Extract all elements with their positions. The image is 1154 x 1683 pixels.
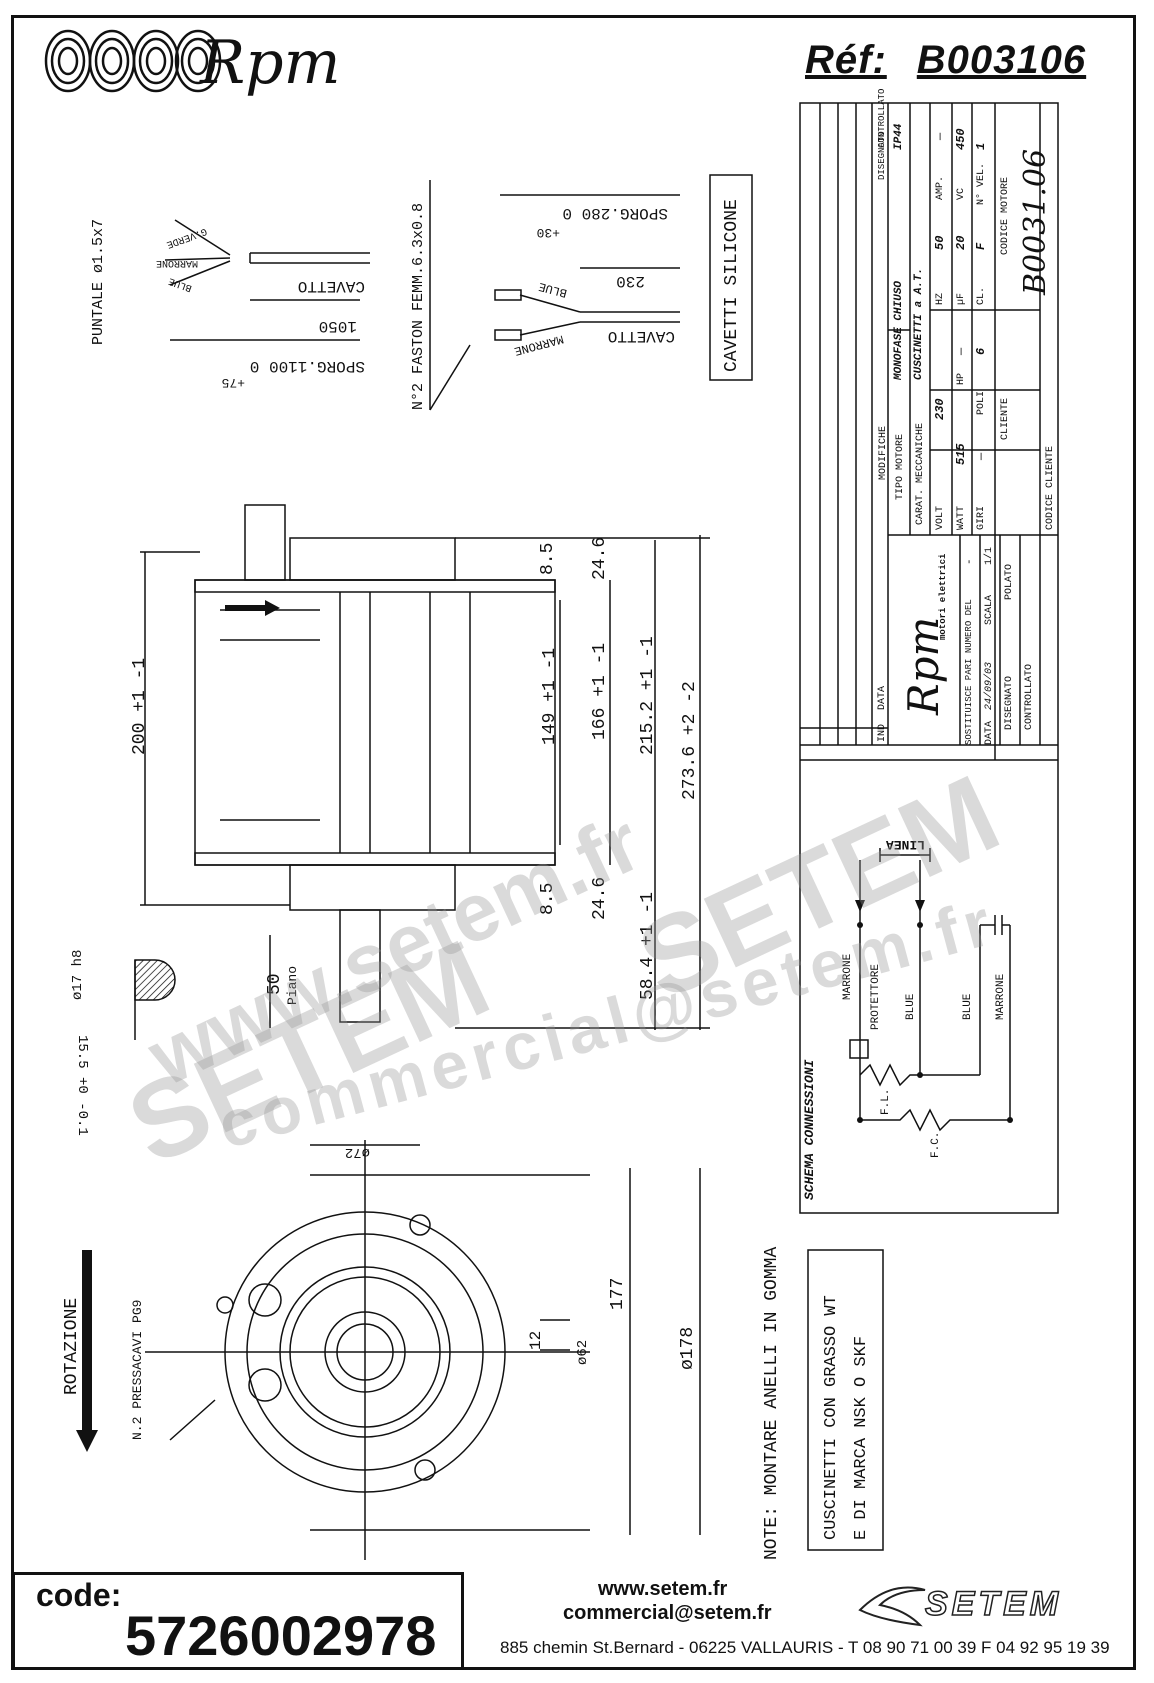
tb-codice-cliente-label: CODICE CLIENTE bbox=[1045, 445, 1056, 530]
code-value: 5726002978 bbox=[125, 1604, 437, 1667]
tb-poli: 6 bbox=[974, 347, 988, 355]
cavetti-silicone-label: CAVETTI SILICONE bbox=[722, 199, 742, 372]
tb-hz: 50 bbox=[933, 235, 947, 250]
tb-watt-label: WATT bbox=[956, 505, 967, 530]
sporg-280: SPORG.280 0 bbox=[562, 204, 668, 222]
tb-carat-label: CARAT. MECCANICHE bbox=[915, 422, 926, 525]
tb-ind: IND bbox=[877, 723, 888, 742]
tb-tipo-motore-label: TIPO MOTORE bbox=[895, 433, 906, 500]
tb-data-label: DATA bbox=[984, 720, 995, 745]
dim-177: 177 bbox=[608, 1277, 628, 1310]
dim-1050: 1050 bbox=[318, 317, 357, 335]
puntale-label: PUNTALE ø1.5x7 bbox=[90, 218, 107, 345]
pressacavi-label: N.2 PRESSACAVI PG9 bbox=[130, 1299, 145, 1440]
footer-address: 885 chemin St.Bernard - 06225 VALLAURIS … bbox=[500, 1638, 1110, 1657]
tb-sostituisce: - bbox=[964, 558, 976, 565]
dim-d72: ø72 bbox=[344, 1144, 370, 1160]
rpm-coil-logo bbox=[44, 29, 222, 93]
faston-label: N°2 FASTON FEMM.6.3x0.8 bbox=[410, 202, 427, 410]
schema-blue: BLUE bbox=[905, 993, 917, 1020]
tb-controllato: CONTROLLATO bbox=[877, 88, 887, 148]
dim-8-5-top: 8.5 bbox=[538, 542, 558, 575]
code-box bbox=[12, 1572, 464, 1670]
cuscinetti-line-2: E DI MARCA NSK O SKF bbox=[852, 1335, 871, 1540]
cavetto-label-2: CAVETTO bbox=[607, 327, 675, 345]
dim-215: 215.2 +1 -1 bbox=[638, 636, 658, 755]
tb-watt: 515 bbox=[954, 443, 968, 465]
tb-volt: 230 bbox=[933, 398, 947, 420]
dim-12: 12 bbox=[527, 1330, 545, 1350]
dim-200: 200 +1 -1 bbox=[130, 657, 150, 755]
tb-disegnato-val: POLATO bbox=[1004, 563, 1015, 600]
tb-cl: F bbox=[974, 242, 988, 250]
schema-title: SCHEMA CONNESSIONI bbox=[802, 1059, 817, 1200]
tb-scala: 1/1 bbox=[984, 546, 995, 565]
tb-ip: IP44 bbox=[893, 123, 905, 150]
sporg-1100-tol: +75 bbox=[221, 375, 245, 390]
tb-uf-label: µF bbox=[956, 292, 967, 305]
tb-modifiche: MODIFICHE bbox=[878, 425, 889, 480]
tb-nvel: 1 bbox=[974, 142, 988, 150]
tb-giri-label: GIRI bbox=[976, 505, 987, 530]
tb-cliente-label: CLIENTE bbox=[1000, 397, 1011, 440]
tb-nvel-label: N° VEL. bbox=[976, 162, 987, 205]
tb-hz-label: HZ bbox=[935, 292, 946, 305]
tb-amp-label: AMP. bbox=[935, 175, 946, 200]
tb-controllato-label: CONTROLLATO bbox=[1024, 663, 1035, 730]
dim-230: 230 bbox=[616, 272, 645, 290]
dim-166: 166 +1 -1 bbox=[590, 642, 610, 740]
setem-swoosh-icon bbox=[858, 1586, 926, 1627]
brand-logo-text: Rpm bbox=[200, 28, 341, 98]
tb-cl-label: CL. bbox=[976, 286, 987, 305]
code-label: code: bbox=[36, 1577, 122, 1613]
note-label: NOTE: MONTARE ANELLI IN GOMMA bbox=[762, 1246, 782, 1560]
dim-273: 273.6 +2 -2 bbox=[680, 681, 700, 800]
rotazione-label: ROTAZIONE bbox=[62, 1297, 82, 1395]
dim-d62: ø62 bbox=[575, 1339, 591, 1365]
tb-vc: 450 bbox=[954, 128, 968, 150]
ref-label: Réf: bbox=[805, 38, 887, 82]
footer-email[interactable]: commercial@setem.fr bbox=[563, 1602, 772, 1624]
tb-disegnato-label: DISEGNATO bbox=[1004, 675, 1015, 730]
tb-carat: CUSCINETTI a A.T. bbox=[913, 267, 925, 380]
tb-data: DATA bbox=[877, 685, 888, 710]
tb-poli-label: POLI bbox=[976, 390, 987, 415]
schema-fl: F.L. bbox=[880, 1088, 892, 1115]
dim-149: 149 +1 -1 bbox=[540, 647, 560, 745]
shaft-flat: 15.5 +0 -0.1 bbox=[74, 1035, 90, 1136]
dim-d178: ø178 bbox=[678, 1326, 698, 1370]
tb-amp: — bbox=[933, 132, 947, 140]
tb-sostituisce-label: SOSTITUISCE PARI NUMERO DEL bbox=[964, 599, 974, 745]
tb-uf: 20 bbox=[954, 235, 968, 250]
footer-website[interactable]: www.setem.fr bbox=[598, 1578, 728, 1600]
tb-hp: — bbox=[954, 347, 968, 355]
tb-scala-label: SCALA bbox=[984, 594, 995, 625]
sporg-280-tol: +30 bbox=[536, 225, 560, 240]
schema-blue-2: BLUE bbox=[962, 993, 974, 1020]
tb-logo-sub: motori elettrici bbox=[938, 553, 948, 640]
cavetto-label-1: CAVETTO bbox=[297, 277, 365, 295]
tb-codice-motore: B0031.06 bbox=[1018, 148, 1053, 295]
tb-data-val: 24/09/03 bbox=[984, 661, 995, 710]
drawing-frame bbox=[11, 15, 1136, 1670]
tb-vc-label: VC bbox=[956, 187, 967, 200]
tb-tipo-motore: MONOFASE CHIUSO bbox=[893, 280, 905, 380]
wire-marrone-1: MARRONE bbox=[155, 257, 198, 268]
reference-number: Réf: B003106 bbox=[805, 38, 1086, 83]
shaft-diameter: ø17 h8 bbox=[70, 949, 86, 1000]
tb-volt-label: VOLT bbox=[935, 505, 946, 530]
tb-hp-label: HP bbox=[956, 372, 967, 385]
sporg-1100: SPORG.1100 0 bbox=[249, 357, 365, 375]
schema-fc: F.C. bbox=[930, 1131, 942, 1158]
cuscinetti-line-1: CUSCINETTI CON GRASSO WT bbox=[822, 1295, 841, 1540]
title-block bbox=[799, 102, 1059, 1214]
setem-logo: SETEM bbox=[924, 1584, 1063, 1624]
dim-24-6-top: 24.6 bbox=[590, 536, 610, 580]
tb-giri: — bbox=[974, 452, 988, 460]
schema-marrone-2: MARRONE bbox=[995, 973, 1007, 1020]
tb-codice-motore-label: CODICE MOTORE bbox=[1000, 176, 1011, 255]
ref-code: B003106 bbox=[916, 38, 1087, 82]
